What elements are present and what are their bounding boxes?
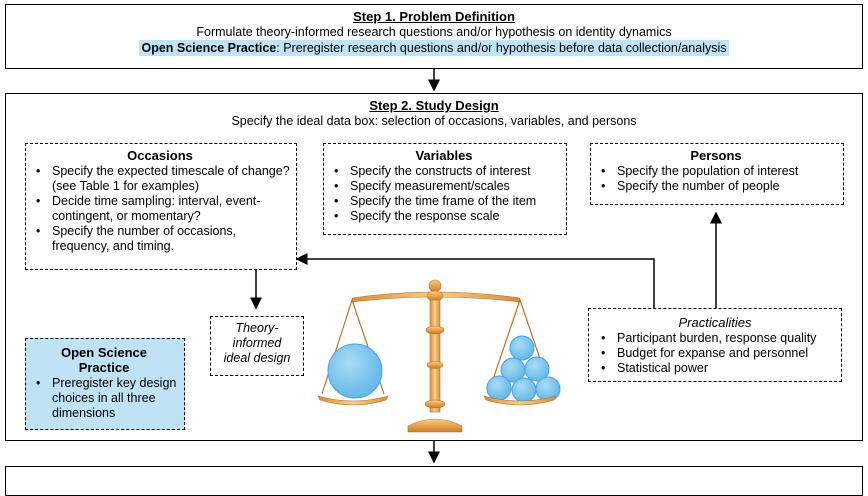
theory-text: Theory-informed ideal design xyxy=(223,321,291,365)
practicalities-list: Participant burden, response quality Bud… xyxy=(595,331,835,376)
list-item: Specify the expected timescale of change… xyxy=(30,164,290,194)
theory-box: Theory-informed ideal design xyxy=(210,316,304,376)
list-item: Specify the number of people xyxy=(595,179,837,194)
occasions-title: Occasions xyxy=(127,148,193,163)
list-item: Decide time sampling: interval, event-co… xyxy=(30,194,290,224)
list-item: Statistical power xyxy=(595,361,835,376)
variables-list: Specify the constructs of interest Speci… xyxy=(328,164,560,224)
step1-text: Formulate theory-informed research quest… xyxy=(196,25,672,39)
osp-box: Open Science Practice Preregister key de… xyxy=(25,338,185,430)
occasions-list: Specify the expected timescale of change… xyxy=(30,164,290,254)
list-item: Specify measurement/scales xyxy=(328,179,560,194)
variables-box: Variables Specify the constructs of inte… xyxy=(323,143,567,235)
osp-box-list: Preregister key design choices in all th… xyxy=(30,376,178,421)
balance-scale-icon xyxy=(317,279,561,433)
step1-osp-highlight: Open Science Practice: Preregister resea… xyxy=(139,40,729,56)
osp-box-title: Open Science Practice xyxy=(61,345,147,375)
practicalities-box: Practicalities Participant burden, respo… xyxy=(588,308,842,382)
connectors-and-scale xyxy=(250,69,722,464)
persons-box: Persons Specify the population of intere… xyxy=(590,143,844,205)
list-item: Specify the response scale xyxy=(328,209,560,224)
step1-osp-text: : Preregister research questions and/or … xyxy=(276,41,727,55)
step2-title: Step 2. Study Design xyxy=(369,98,499,113)
list-item: Specify the number of occasions, frequen… xyxy=(30,224,290,254)
step1-osp-label: Open Science Practice xyxy=(141,41,277,55)
list-item: Budget for expanse and personnel xyxy=(595,346,835,361)
variables-title: Variables xyxy=(415,148,473,163)
step2-subtitle: Specify the ideal data box: selection of… xyxy=(231,114,637,128)
practicalities-title: Practicalities xyxy=(678,315,752,330)
arrow-practicalities-to-occasions xyxy=(295,253,655,308)
occasions-box: Occasions Specify the expected timescale… xyxy=(25,143,297,270)
step1-osp-line: Open Science Practice: Preregister resea… xyxy=(6,40,862,56)
list-item: Specify the constructs of interest xyxy=(328,164,560,179)
persons-title: Persons xyxy=(690,148,742,163)
step1-box: Step 1. Problem Definition Formulate the… xyxy=(5,4,863,69)
list-item: Specify the population of interest xyxy=(595,164,837,179)
list-item: Participant burden, response quality xyxy=(595,331,835,346)
persons-list: Specify the population of interest Speci… xyxy=(595,164,837,194)
list-item: Specify the time frame of the item xyxy=(328,194,560,209)
step3-box xyxy=(5,466,863,496)
step1-title: Step 1. Problem Definition xyxy=(353,9,515,24)
step2-box: Step 2. Study Design Specify the ideal d… xyxy=(5,93,863,441)
big-circle xyxy=(327,343,383,399)
list-item: Preregister key design choices in all th… xyxy=(30,376,178,421)
